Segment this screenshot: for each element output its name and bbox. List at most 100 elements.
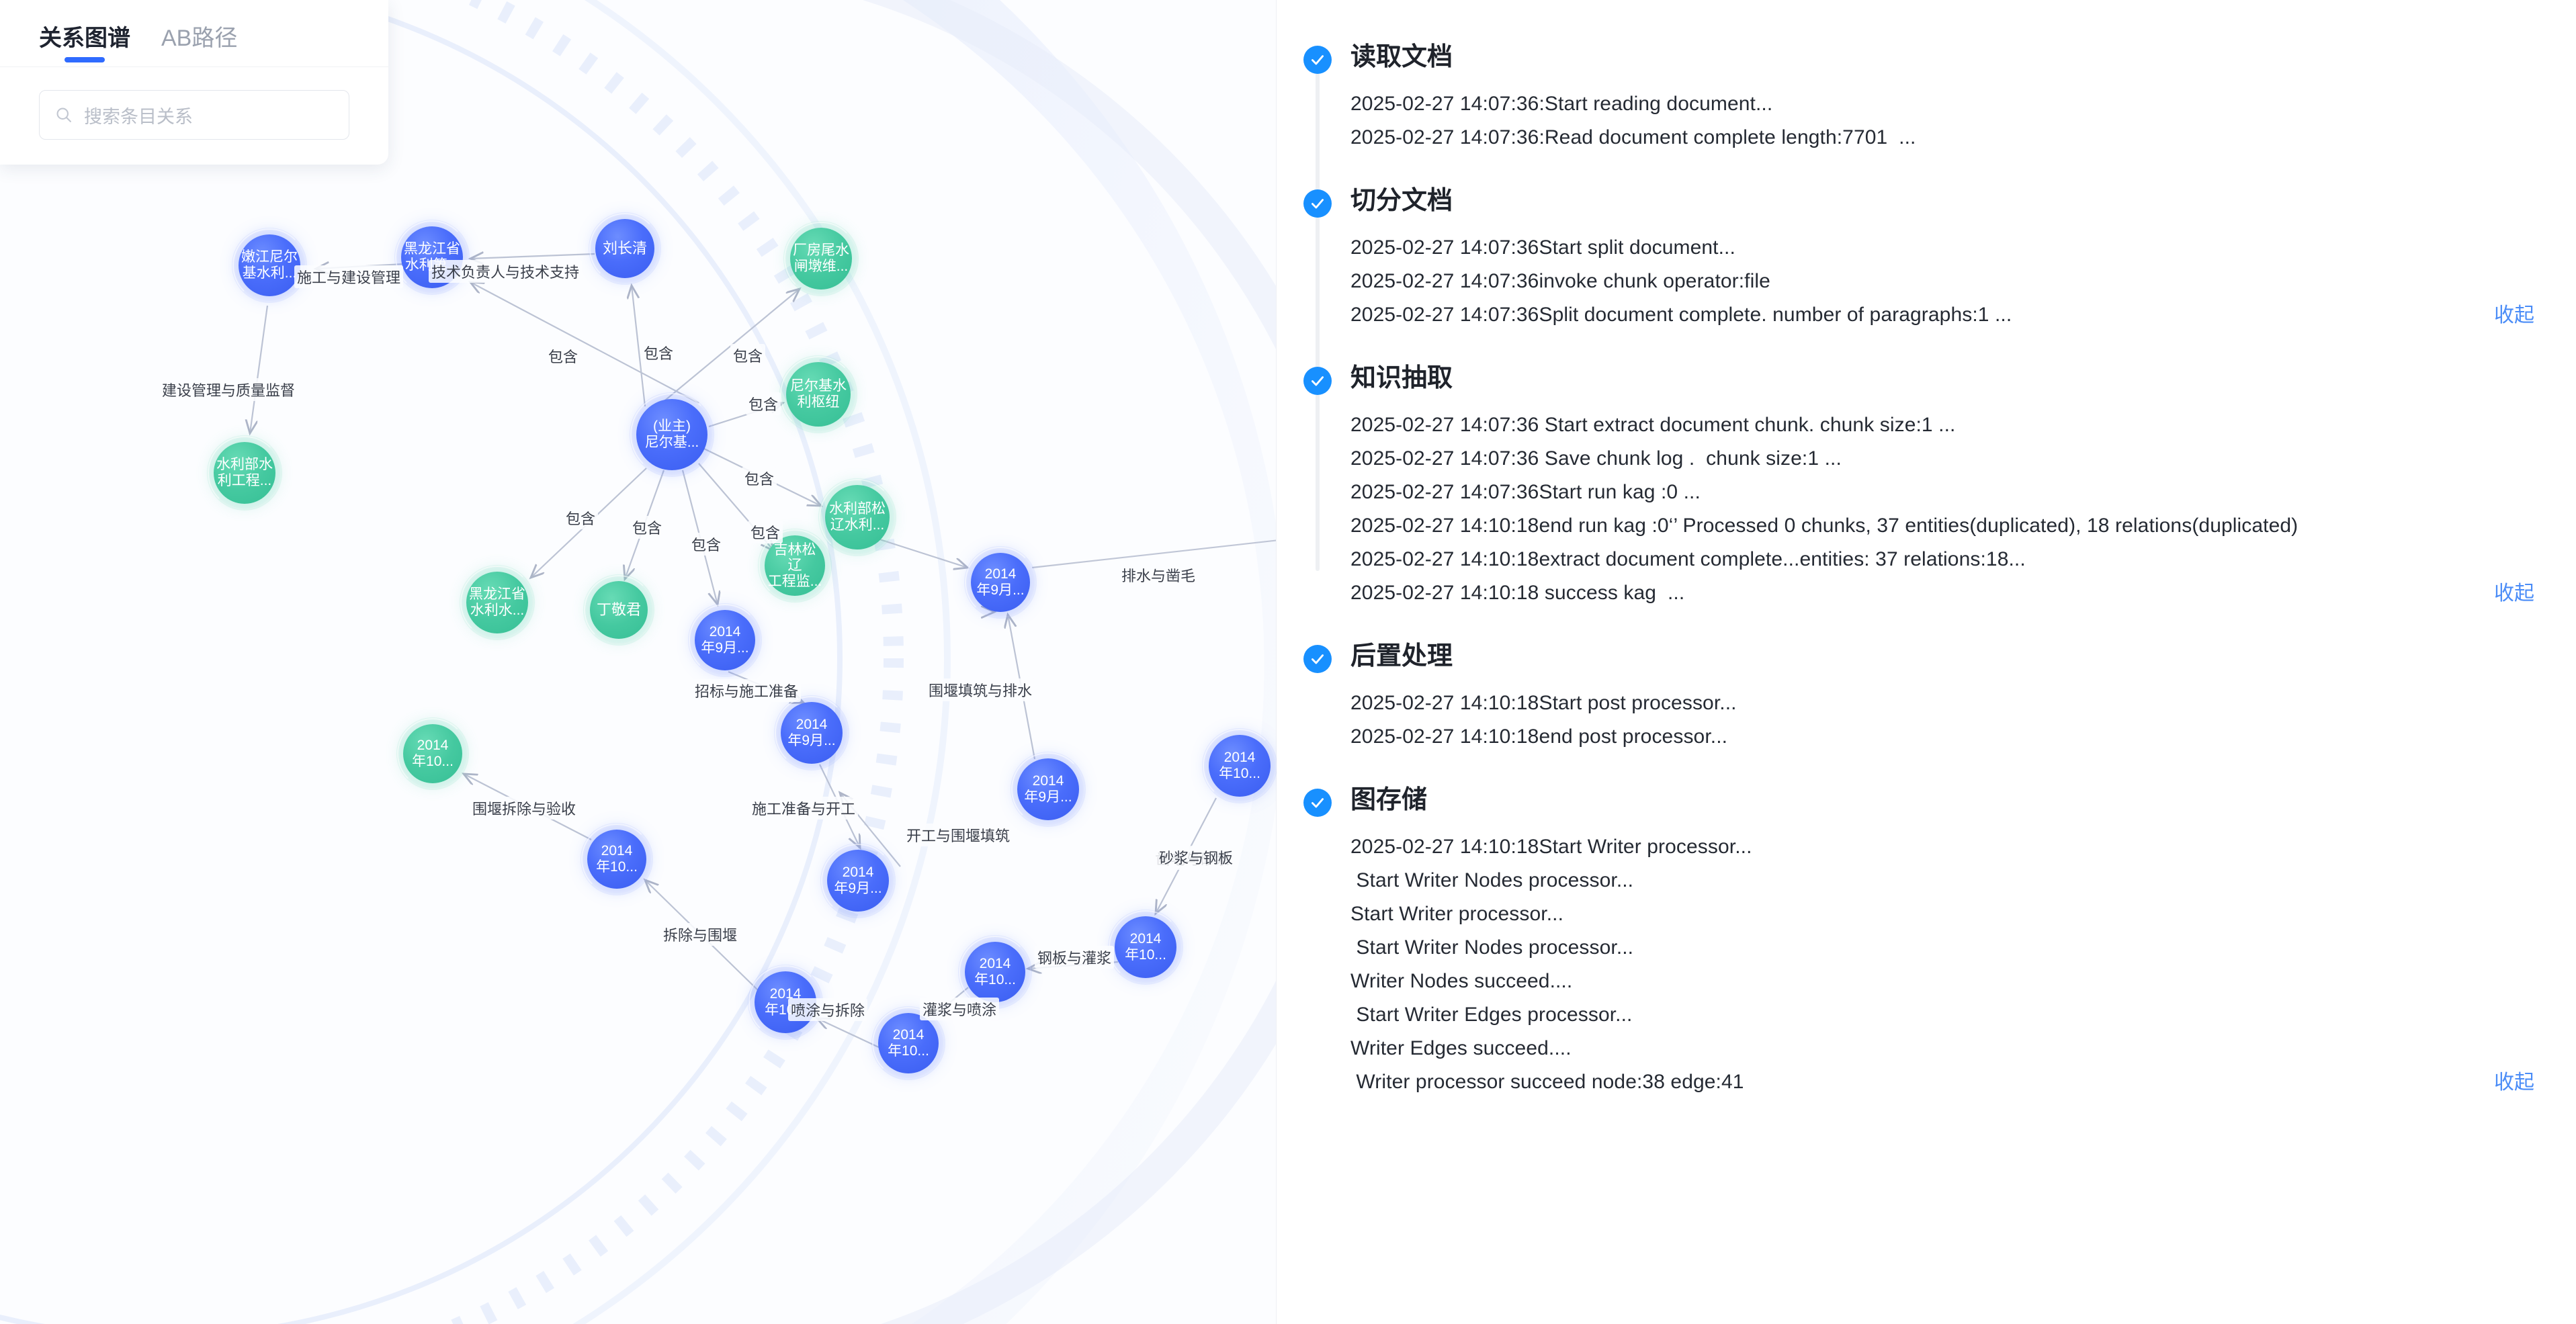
log-line: Writer Nodes succeed.... bbox=[1350, 970, 1573, 992]
graph-edge-label: 砂浆与钢板 bbox=[1156, 846, 1236, 869]
step-status-check-icon bbox=[1303, 789, 1332, 817]
timeline-step: 切分文档 2025-02-27 14:07:36Start split docum… bbox=[1277, 184, 2576, 355]
graph-node[interactable]: 水利部松辽水利... bbox=[819, 479, 896, 556]
log-line: 2025-02-27 14:07:36 Save chunk log . chu… bbox=[1350, 447, 1842, 470]
graph-node-label: 嫩江尼尔基水利... bbox=[241, 249, 298, 281]
graph-node[interactable]: 刘长清 bbox=[589, 213, 660, 284]
tab-ab-path[interactable]: AB路径 bbox=[161, 26, 238, 51]
graph-node[interactable]: (业主)尼尔基... bbox=[630, 393, 714, 476]
timeline-step: 读取文档 2025-02-27 14:07:36:Start reading do… bbox=[1277, 40, 2576, 177]
log-line: 2025-02-27 14:10:18Start post processor.… bbox=[1350, 692, 1737, 714]
step-title: 后置处理 bbox=[1350, 642, 1453, 670]
log-line: Writer Edges succeed.... bbox=[1350, 1037, 1572, 1059]
graph-edge-label: 包含 bbox=[629, 516, 665, 539]
search-icon bbox=[56, 107, 71, 122]
graph-edge-label: 拆除与围堰 bbox=[660, 923, 740, 946]
search-input-placeholder[interactable]: 搜索条目关系 bbox=[84, 106, 193, 127]
graph-edge-label: 排水与凿毛 bbox=[1118, 564, 1199, 586]
graph-edge-label: 钢板与灌浆 bbox=[1034, 946, 1115, 969]
collapse-link[interactable]: 收起 bbox=[2494, 582, 2534, 605]
search-box[interactable]: 搜索条目关系 bbox=[39, 90, 349, 140]
graph-edge-label: 技术负责人与技术支持 bbox=[428, 260, 583, 283]
graph-edge-label: 开工与围堰填筑 bbox=[903, 824, 1013, 846]
graph-node[interactable]: 尼尔基水利枢纽 bbox=[780, 356, 857, 433]
log-line: Start Writer Edges processor... bbox=[1350, 1004, 1633, 1026]
step-status-check-icon bbox=[1303, 367, 1332, 395]
graph-node-label: 水利部水利工程... bbox=[216, 457, 273, 488]
timeline-steps: 读取文档 2025-02-27 14:07:36:Start reading do… bbox=[1277, 40, 2576, 1122]
timeline-step: 后置处理 2025-02-27 14:10:18Start post proces… bbox=[1277, 639, 2576, 777]
log-line: Start Writer processor... bbox=[1350, 903, 1564, 925]
log-line: 2025-02-27 14:07:36:Read document comple… bbox=[1350, 126, 1916, 148]
graph-edge-label: 招标与施工准备 bbox=[691, 679, 802, 702]
graph-node[interactable]: 丁敬君 bbox=[584, 575, 654, 645]
log-line: 2025-02-27 14:07:36:Start reading docume… bbox=[1350, 93, 1773, 115]
graph-edge-label: 围堰填筑与排水 bbox=[925, 678, 1035, 701]
collapse-link[interactable]: 收起 bbox=[2494, 304, 2534, 326]
step-status-check-icon bbox=[1303, 46, 1332, 74]
tab-relation-graph[interactable]: 关系图谱 bbox=[39, 25, 130, 67]
log-line: 2025-02-27 14:10:18end post processor... bbox=[1350, 725, 1728, 748]
step-title: 读取文档 bbox=[1350, 43, 1453, 71]
step-log-body: 2025-02-27 14:07:36Start split document.… bbox=[1350, 231, 2576, 355]
step-log-body: 2025-02-27 14:07:36 Start extract docume… bbox=[1350, 408, 2576, 633]
graph-edge-label: 包含 bbox=[745, 392, 781, 415]
graph-edge-label: 包含 bbox=[640, 341, 677, 364]
graph-node[interactable]: 黑龙江省水利水... bbox=[460, 566, 534, 639]
log-line: 2025-02-27 14:10:18 success kag ... bbox=[1350, 582, 1685, 604]
graph-node[interactable]: 水利部水利工程... bbox=[208, 436, 282, 510]
collapse-link[interactable]: 收起 bbox=[2494, 1071, 2534, 1094]
graph-edge-label: 包含 bbox=[730, 344, 766, 367]
step-log-body: 2025-02-27 14:10:18Start Writer processo… bbox=[1350, 830, 2576, 1122]
graph-node-label: 水利部松辽水利... bbox=[829, 501, 886, 533]
step-title: 切分文档 bbox=[1350, 187, 1453, 215]
relation-graph-panel[interactable]: 嫩江尼尔基水利...黑龙江省水利第...刘长清厂房尾水闸墩维...水利部水利工程… bbox=[0, 0, 1277, 1324]
graph-edge-label: 施工与建设管理 bbox=[294, 265, 404, 288]
graph-node-label: 丁敬君 bbox=[596, 601, 641, 618]
graph-node-label: (业主)尼尔基... bbox=[644, 418, 699, 450]
decorative-arc bbox=[0, 0, 1277, 1324]
log-line: 2025-02-27 14:10:18end run kag :0‘’ Proc… bbox=[1350, 515, 2299, 537]
log-line: Writer processor succeed node:38 edge:41 bbox=[1350, 1071, 1744, 1093]
step-status-check-icon bbox=[1303, 189, 1332, 218]
graph-node-label: 黑龙江省水利水... bbox=[469, 586, 525, 618]
graph-edge-label: 施工准备与开工 bbox=[748, 797, 859, 820]
graph-node-label: 尼尔基水利枢纽 bbox=[790, 378, 847, 410]
graph-node[interactable]: 吉林松辽工程监... bbox=[759, 529, 831, 602]
graph-node[interactable]: 厂房尾水闸墩维... bbox=[784, 222, 858, 296]
log-line: 2025-02-27 14:07:36Split document comple… bbox=[1350, 304, 2012, 326]
graph-edge-label: 包含 bbox=[562, 506, 599, 529]
log-line: Start Writer Nodes processor... bbox=[1350, 869, 1634, 891]
pipeline-timeline: 读取文档 2025-02-27 14:07:36:Start reading do… bbox=[1277, 40, 2576, 1122]
graph-edge-label: 喷涂与拆除 bbox=[787, 998, 868, 1021]
graph-edge-label: 建设管理与质量监督 bbox=[159, 378, 298, 401]
graph-tabs[interactable]: 关系图谱 AB路径 bbox=[0, 0, 388, 67]
graph-control-card: 关系图谱 AB路径 搜索条目关系 bbox=[0, 0, 388, 165]
log-line: Start Writer Nodes processor... bbox=[1350, 936, 1634, 959]
timeline-rail bbox=[1316, 64, 1320, 571]
step-log-body: 2025-02-27 14:07:36:Start reading docume… bbox=[1350, 87, 2576, 177]
graph-node[interactable]: 嫩江尼尔基水利... bbox=[232, 228, 306, 302]
graph-edge-label: 围堰拆除与验收 bbox=[469, 797, 579, 820]
